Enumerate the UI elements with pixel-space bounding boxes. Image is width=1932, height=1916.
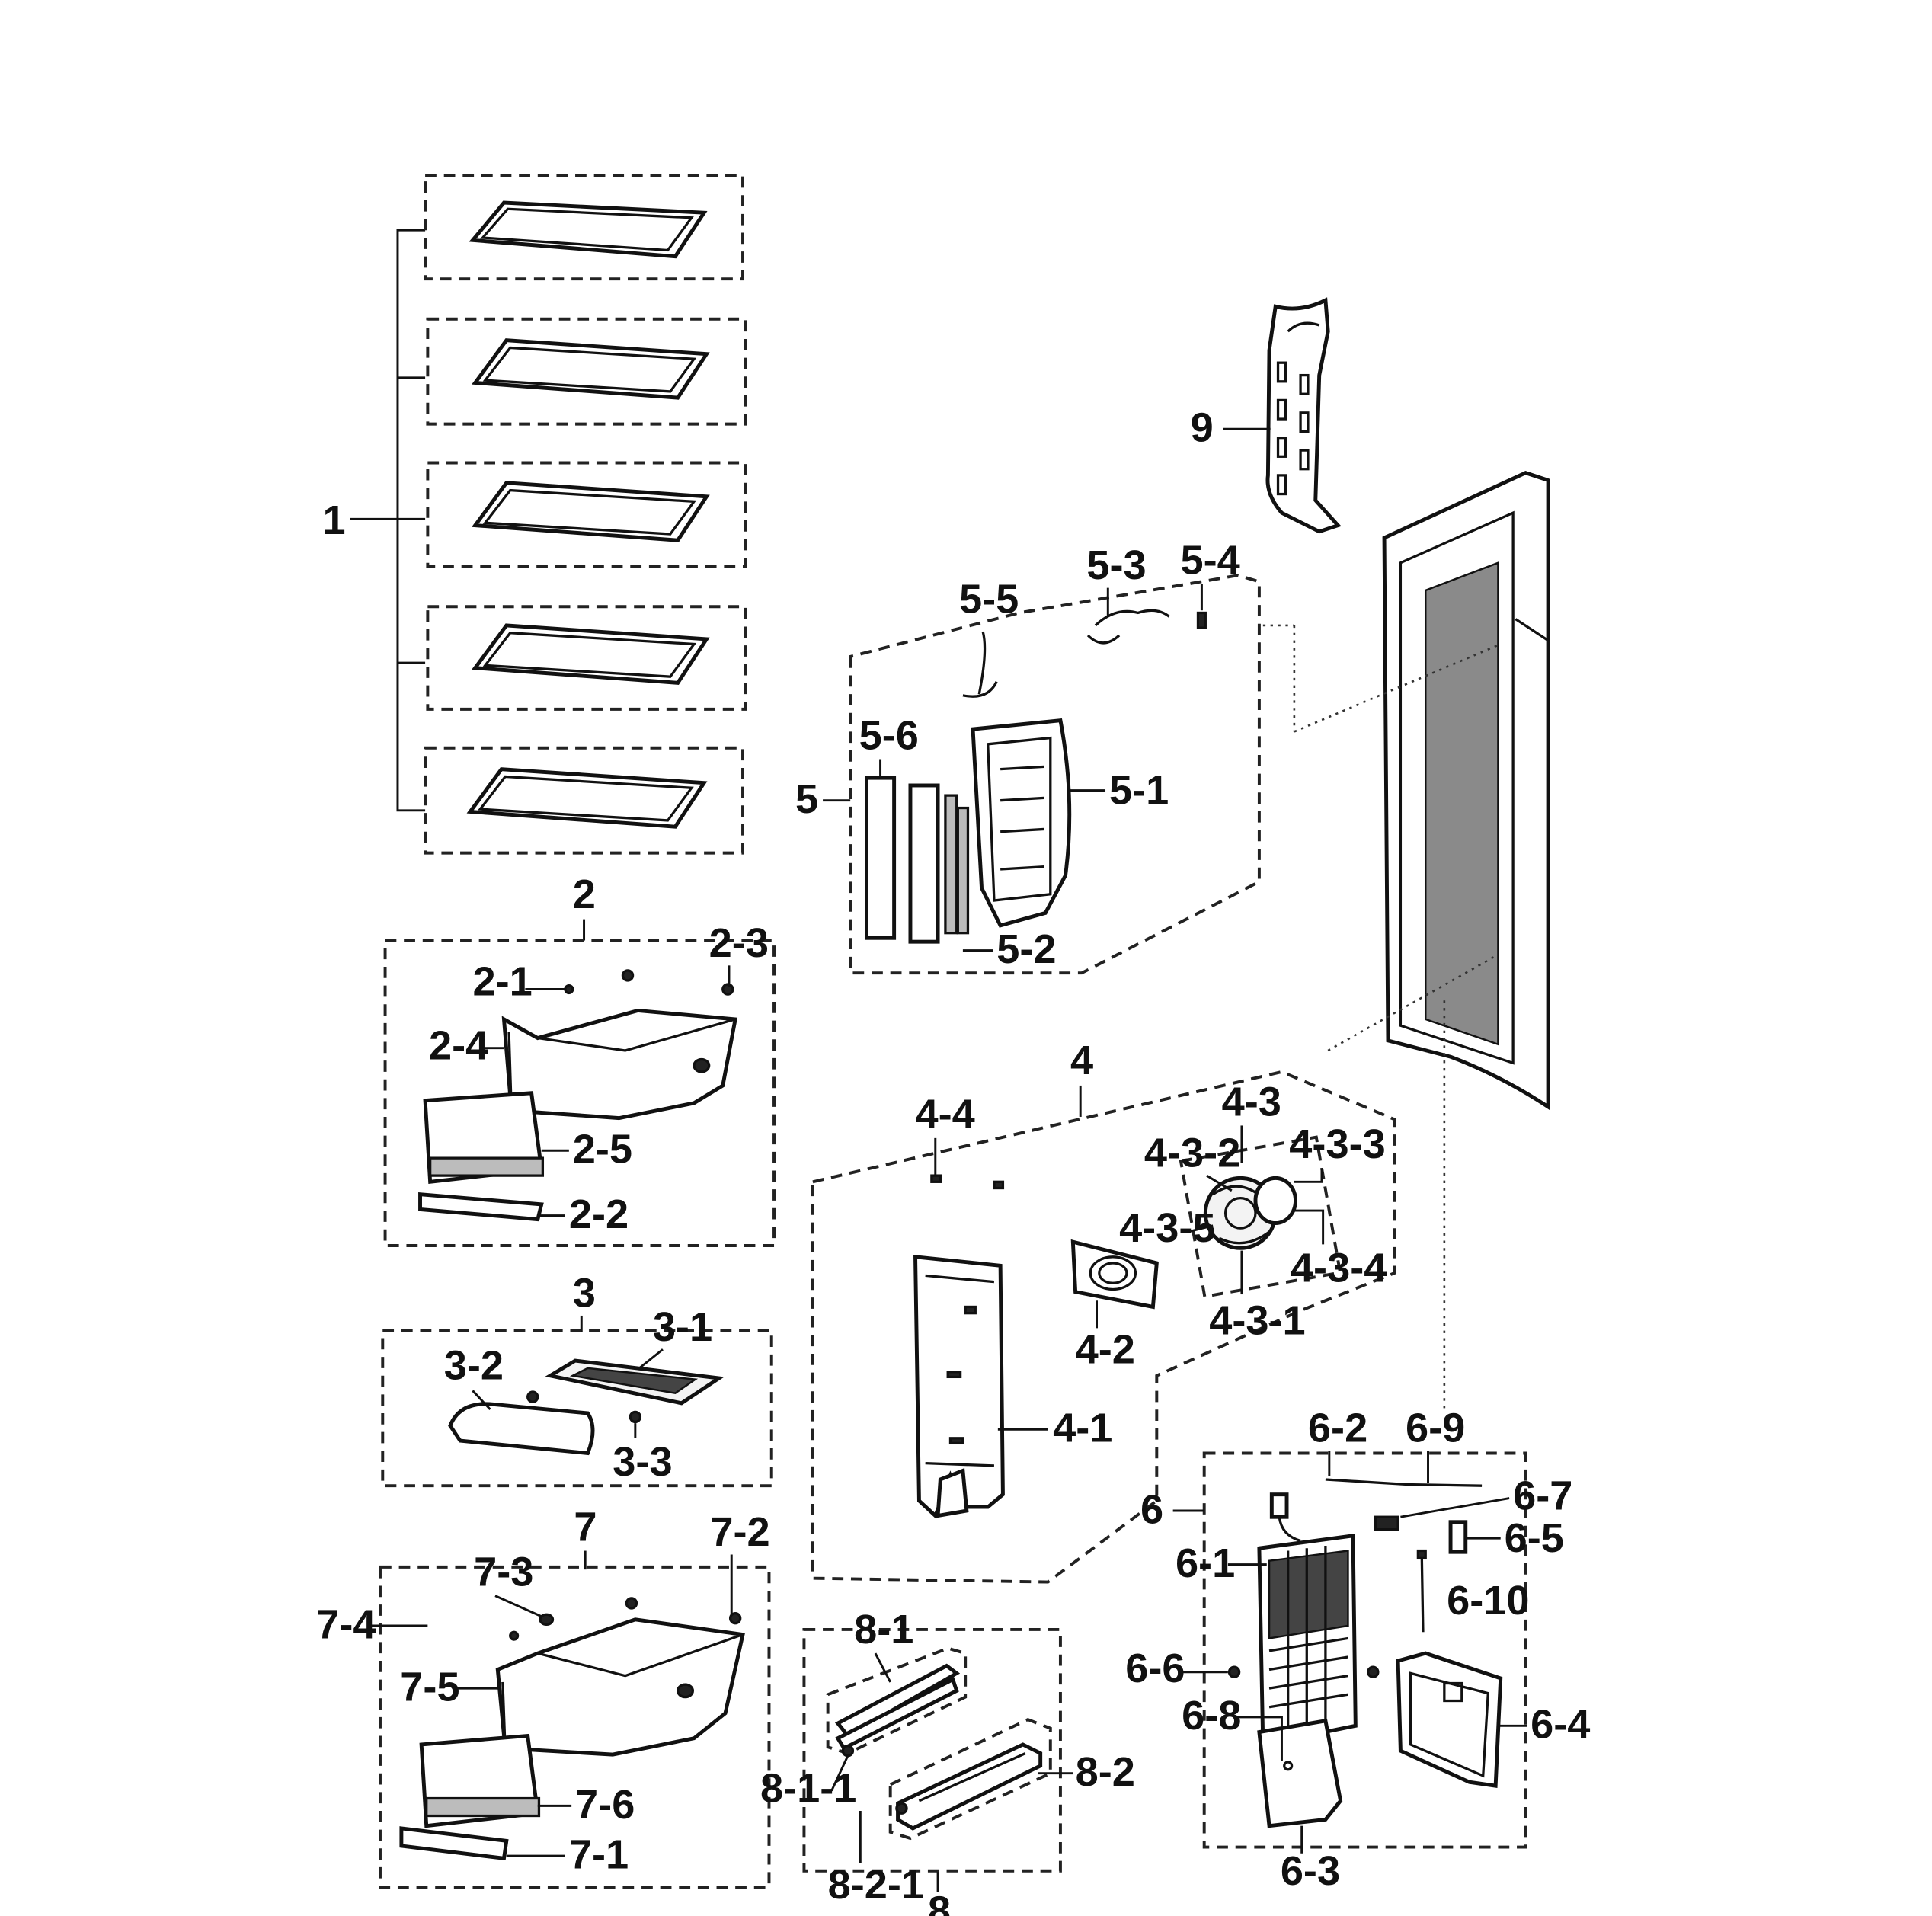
group-5-assembly: 5-5 5-3 5-4 5-6 5 5-1 5-2: [795, 538, 1261, 975]
label-7-2: 7-2: [710, 1509, 769, 1555]
label-6-3: 6-3: [1281, 1848, 1340, 1894]
shelf-4: [426, 605, 747, 711]
group-1-shelves: 1: [322, 173, 747, 855]
label-6-2: 6-2: [1308, 1406, 1367, 1451]
label-5-1: 5-1: [1109, 768, 1169, 814]
label-4: 4: [1070, 1038, 1093, 1083]
label-6-6: 6-6: [1125, 1646, 1185, 1691]
label-3-1: 3-1: [653, 1304, 712, 1350]
label-4-3-4: 4-3-4: [1291, 1246, 1387, 1291]
label-7-5: 7-5: [400, 1665, 459, 1710]
label-2-2: 2-2: [569, 1192, 629, 1237]
group-6-evaporator: 6-2 6-9 6-7 6-5 6 6-1 6-10 6-6 6-8 6-4 6…: [1125, 1406, 1590, 1894]
label-6: 6: [1140, 1486, 1163, 1532]
group-4-assembly: 4 4-4 4-3 4-3-2 4-3-3 4-3-5 4-3-4 4-3-1: [811, 1038, 1396, 1584]
label-6-5: 6-5: [1505, 1515, 1564, 1561]
label-6-9: 6-9: [1406, 1406, 1465, 1451]
cabinet-outline: [1262, 470, 1550, 1411]
label-6-10: 6-10: [1447, 1578, 1529, 1623]
shelf-5: [424, 746, 744, 855]
label-4-3-3: 4-3-3: [1289, 1121, 1385, 1167]
label-8-1-1: 8-1-1: [760, 1765, 856, 1811]
shelf-3: [426, 461, 747, 568]
label-7-6: 7-6: [575, 1782, 635, 1828]
label-8-2-1: 8-2-1: [828, 1862, 924, 1908]
label-4-3-2: 4-3-2: [1144, 1131, 1240, 1176]
group-3-cover: 3 3-1 3-2 3-3: [381, 1270, 773, 1488]
label-3-2: 3-2: [444, 1343, 504, 1389]
label-7-1: 7-1: [569, 1831, 629, 1877]
label-5-5: 5-5: [959, 576, 1019, 622]
label-8-1: 8-1: [854, 1607, 913, 1652]
label-7-4: 7-4: [316, 1601, 376, 1647]
label-4-4: 4-4: [916, 1092, 975, 1137]
label-2-1: 2-1: [472, 959, 532, 1005]
label-5: 5: [795, 776, 818, 822]
label-8: 8: [928, 1888, 951, 1916]
label-6-7: 6-7: [1513, 1473, 1572, 1518]
label-3: 3: [573, 1270, 596, 1316]
group-7-drawer: 7 7-2 7-3 7-4 7-5 7-6 7-1: [316, 1504, 771, 1889]
label-4-3: 4-3: [1222, 1079, 1281, 1124]
shelf-1: [424, 173, 744, 281]
label-4-2: 4-2: [1076, 1326, 1135, 1372]
label-7-3: 7-3: [474, 1549, 533, 1595]
label-5-4: 5-4: [1181, 538, 1240, 584]
label-5-2: 5-2: [996, 926, 1056, 972]
group-2-drawer: 2 2-3 2-1 2-4 2-5 2-2: [383, 872, 776, 1247]
label-9: 9: [1191, 405, 1214, 451]
label-5-6: 5-6: [859, 712, 919, 758]
label-2-3: 2-3: [709, 920, 769, 966]
group-8-rails: 8-1 8-1-1 8-2 8-2-1 8: [760, 1607, 1135, 1916]
shelf-2: [426, 317, 747, 426]
label-5-3: 5-3: [1086, 542, 1146, 588]
label-6-8: 6-8: [1182, 1693, 1241, 1738]
label-6-1: 6-1: [1176, 1540, 1235, 1586]
label-4-3-1: 4-3-1: [1209, 1298, 1305, 1344]
label-1: 1: [322, 497, 345, 543]
label-8-2: 8-2: [1076, 1749, 1135, 1795]
label-2-4: 2-4: [429, 1022, 488, 1068]
part-9-duct: 9: [1191, 297, 1342, 534]
label-2: 2: [573, 872, 596, 917]
label-3-3: 3-3: [613, 1439, 672, 1485]
label-4-1: 4-1: [1053, 1406, 1112, 1451]
label-2-5: 2-5: [573, 1127, 632, 1172]
label-6-4: 6-4: [1531, 1702, 1590, 1748]
label-7: 7: [574, 1504, 597, 1550]
